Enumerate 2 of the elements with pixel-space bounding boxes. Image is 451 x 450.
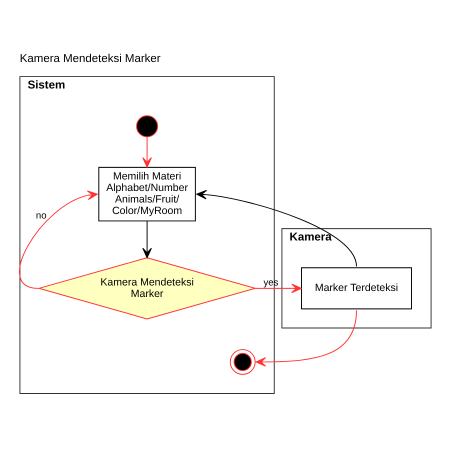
edge-label: no: [36, 210, 47, 222]
diagram-title: Kamera Mendeteksi Marker: [20, 52, 161, 65]
